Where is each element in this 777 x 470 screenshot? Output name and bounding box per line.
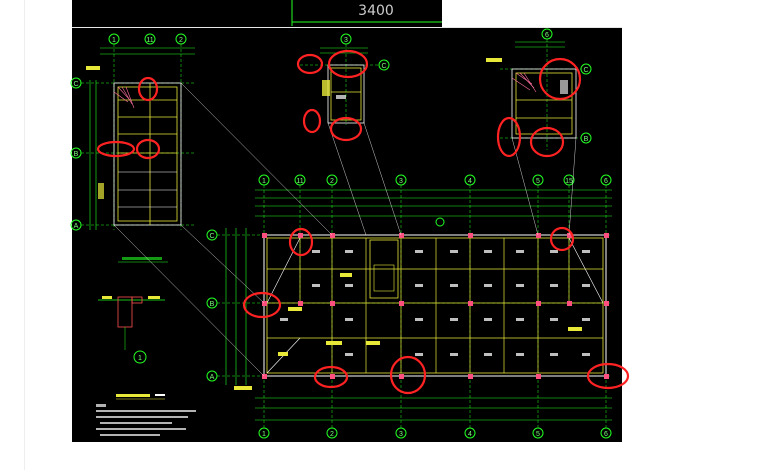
axis-bubble-label: 5: [536, 431, 540, 438]
axis-bubble-label: A: [74, 223, 79, 230]
axis-bubble-label: 1: [262, 178, 266, 185]
general-notes: [96, 404, 196, 436]
markup-circle: [549, 226, 575, 252]
markup-circle: [96, 140, 136, 158]
detail-left: 1 11 2 C B A: [70, 33, 195, 263]
plan-left-axes: C B A: [206, 229, 218, 382]
axis-bubble-label: B: [74, 151, 79, 158]
markup-circle: [329, 116, 363, 142]
top-dimension: 3400: [291, 0, 442, 26]
axis-bubble-label: 15: [565, 178, 573, 185]
detail-middle: 3 C: [300, 33, 390, 125]
reference-leaders: [113, 82, 577, 377]
axis-bubble-label: 4: [468, 431, 472, 438]
section-detail: 1: [98, 296, 165, 364]
axis-bubble-label: 5: [536, 178, 540, 185]
divider-line: [72, 27, 622, 28]
markup-circle: [496, 116, 522, 158]
markup-circle: [327, 49, 369, 79]
axis-bubble-label: 6: [604, 178, 608, 185]
axis-bubble-label: 3: [399, 178, 403, 185]
markup-circle: [313, 365, 349, 389]
markup-circle: [538, 57, 582, 101]
detail-right: 6 C B: [486, 28, 592, 150]
plan-bottom-axes: 1 2 3 4 5 6: [258, 427, 612, 439]
axis-bubble-label: C: [73, 81, 78, 88]
axis-bubble-label: 2: [330, 178, 334, 185]
axis-bubble-label: 11: [296, 178, 303, 185]
markup-circle: [137, 76, 159, 102]
markup-circle: [529, 126, 565, 158]
axis-bubble-label: C: [209, 233, 214, 240]
review-markups: [96, 49, 630, 395]
section-callout-label: 1: [138, 355, 142, 362]
detail-left-top-axes: 1 11 2: [108, 33, 187, 45]
axis-bubble-label: 6: [604, 431, 608, 438]
floor-plan: 1 11 2 3 4 5 15 6: [206, 174, 612, 439]
axis-bubble-label: 1: [262, 431, 266, 438]
markup-circle: [288, 227, 314, 257]
left-margin-line: [24, 0, 25, 470]
axis-bubble-label: A: [210, 374, 215, 381]
markup-circle: [586, 362, 630, 390]
axis-bubble-label: B: [584, 136, 589, 143]
detail-left-side-axes: C B A: [70, 77, 82, 231]
markup-circle: [302, 108, 322, 134]
markup-circle: [389, 355, 427, 395]
axis-bubble-label: B: [210, 301, 215, 308]
axis-bubble-label: 3: [399, 431, 403, 438]
axis-bubble-label: C: [381, 63, 386, 70]
markup-circle: [135, 138, 161, 160]
axis-bubble-label: 11: [146, 37, 153, 44]
markup-circle: [296, 53, 324, 75]
axis-bubble-label: C: [583, 67, 588, 74]
axis-bubble-label: 6: [545, 32, 549, 39]
axis-bubble-label: 4: [468, 178, 472, 185]
axis-bubble-label: 1: [112, 37, 116, 44]
plan-top-axes: 1 11 2 3 4 5 15 6: [258, 174, 612, 186]
plan-title: [116, 394, 165, 400]
axis-bubble-label: 2: [330, 431, 334, 438]
top-dimension-value: 3400: [358, 3, 394, 19]
axis-bubble-label: 3: [344, 37, 348, 44]
markup-circle: [242, 291, 282, 319]
axis-bubble-label: 2: [179, 37, 183, 44]
